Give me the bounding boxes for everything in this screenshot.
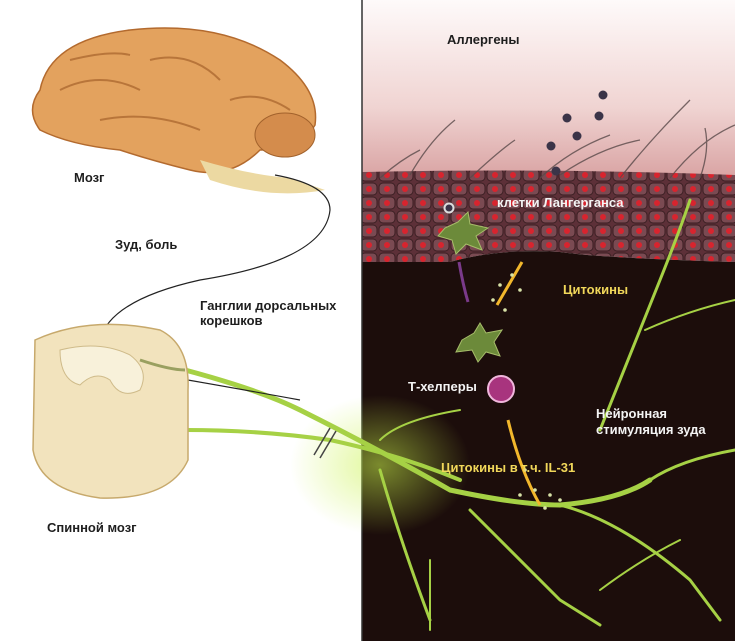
allergen-particles xyxy=(443,90,608,214)
label-cytokines: Цитокины xyxy=(563,282,629,297)
cytokine-streak-upper xyxy=(495,261,524,306)
brain xyxy=(31,27,325,194)
label-cytokines-il31: Цитокины в т.ч. IL-31 xyxy=(441,460,576,475)
label-allergens: Аллергены xyxy=(447,32,520,47)
label-t-helpers: Т-хелперы xyxy=(408,379,477,394)
hairs xyxy=(379,99,735,179)
cytokine-dots xyxy=(491,273,562,510)
dendritic-cell xyxy=(455,322,504,363)
label-itch-pain: Зуд, боль xyxy=(115,237,178,252)
spinal-cord xyxy=(32,323,189,499)
purple-fiber xyxy=(457,261,470,303)
epidermis-layer xyxy=(362,170,735,262)
label-brain: Мозг xyxy=(74,170,105,185)
label-spinal-cord: Спинной мозг xyxy=(47,520,137,535)
nerve-fibers xyxy=(182,198,735,631)
label-ganglia-line2: корешков xyxy=(200,313,263,328)
cytokine-streak-lower xyxy=(506,419,542,506)
label-langerhans: клетки Лангерганса xyxy=(497,195,624,210)
label-neuronal-line1: Нейронная xyxy=(596,406,668,421)
label-ganglia-line1: Ганглии дорсальных xyxy=(200,298,337,313)
nerve-break-mark xyxy=(313,427,337,459)
langerhans-cell xyxy=(437,210,490,255)
label-neuronal-line2: стимуляция зуда xyxy=(596,422,706,437)
t-helper-cell xyxy=(487,375,515,403)
